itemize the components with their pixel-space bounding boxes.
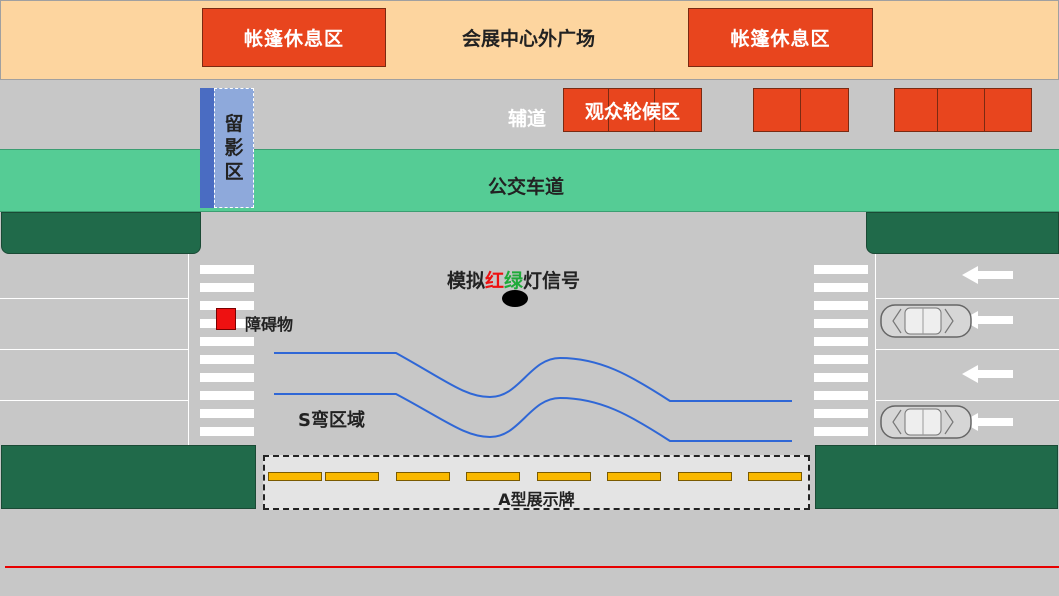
board-dash: [268, 472, 322, 481]
lane-line: [0, 349, 188, 350]
median-top-left: [1, 212, 201, 254]
plaza-area: [0, 0, 1059, 80]
crosswalk-stripe: [814, 355, 868, 364]
a-board-label: A型展示牌: [498, 490, 575, 509]
waiting-cell: [800, 88, 849, 132]
lane-edge-line: [875, 254, 876, 445]
waiting-cell: [654, 88, 702, 132]
median-bottom-left: [1, 445, 256, 509]
tent-rest-area-left: 帐篷休息区: [202, 8, 386, 67]
crosswalk-stripe: [200, 373, 254, 382]
board-dash: [466, 472, 520, 481]
tent-rest-area-right: 帐篷休息区: [688, 8, 873, 67]
crosswalk-stripe: [814, 283, 868, 292]
photo-zone-label-3: 区: [224, 161, 244, 183]
lane-line: [875, 400, 1059, 401]
waiting-cell: [937, 88, 985, 132]
car-icon: [880, 405, 972, 439]
photo-zone-label-1: 留: [224, 113, 244, 135]
lane-edge-line: [188, 254, 189, 445]
signal-label-suffix: 灯信号: [523, 270, 581, 292]
crosswalk-stripe: [814, 409, 868, 418]
crosswalk-stripe: [814, 391, 868, 400]
crosswalk-stripe: [200, 265, 254, 274]
board-dash: [396, 472, 450, 481]
median-bottom-right: [815, 445, 1058, 509]
photo-zone-bar: [200, 88, 214, 208]
lane-line: [875, 298, 1059, 299]
crosswalk-stripe: [200, 409, 254, 418]
crosswalk-stripe: [814, 337, 868, 346]
obstacle-marker: [216, 308, 236, 330]
arrow-left-icon: [962, 266, 1013, 284]
s-curve-upper-line: [274, 352, 792, 402]
crosswalk-stripe: [814, 265, 868, 274]
bus-lane-label: 公交车道: [488, 176, 565, 198]
crosswalk-stripe: [814, 319, 868, 328]
side-road: [0, 80, 1059, 149]
board-dash: [325, 472, 379, 481]
plaza-label: 会展中心外广场: [462, 28, 596, 50]
s-curve-lower-line: [274, 393, 792, 442]
tent-rest-area-right-label: 帐篷休息区: [730, 28, 831, 50]
traffic-signal-icon: [502, 290, 528, 307]
lane-line: [0, 298, 188, 299]
board-dash: [748, 472, 802, 481]
arrow-left-icon: [962, 365, 1013, 383]
photo-zone: 留 影 区: [214, 88, 254, 208]
tent-rest-area-left-label: 帐篷休息区: [243, 28, 344, 50]
crosswalk-stripe: [814, 301, 868, 310]
arrow-left-icon: [962, 311, 1013, 329]
photo-zone-label-2: 影: [224, 137, 244, 159]
signal-label-prefix: 模拟: [447, 270, 486, 292]
crosswalk-stripe: [200, 337, 254, 346]
crosswalk-stripe: [814, 373, 868, 382]
signal-label-red: 红: [485, 270, 505, 292]
board-dash: [537, 472, 591, 481]
obstacle-label: 障碍物: [245, 315, 294, 334]
signal-label: 模拟红绿灯信号: [447, 266, 580, 293]
crosswalk-stripe: [814, 427, 868, 436]
crosswalk-stripe: [200, 391, 254, 400]
waiting-cell: [984, 88, 1032, 132]
car-icon: [880, 304, 972, 338]
crosswalk-stripe: [200, 427, 254, 436]
signal-label-green: 绿: [504, 270, 524, 292]
lane-line: [875, 349, 1059, 350]
arrow-left-icon: [962, 413, 1013, 431]
boundary-red-line: [5, 566, 1059, 568]
crosswalk-stripe: [200, 301, 254, 310]
bus-lane: [0, 149, 1059, 212]
board-dash: [678, 472, 732, 481]
crosswalk-stripe: [200, 355, 254, 364]
board-dash: [607, 472, 661, 481]
median-top-right: [866, 212, 1059, 254]
side-road-label: 辅道: [508, 108, 547, 130]
a-board-area: [263, 455, 810, 510]
crosswalk-stripe: [200, 283, 254, 292]
lane-line: [0, 400, 188, 401]
main-road: [0, 212, 1059, 596]
s-curve-label: S弯区域: [298, 410, 365, 431]
audience-waiting-label: 观众轮候区: [584, 100, 680, 123]
